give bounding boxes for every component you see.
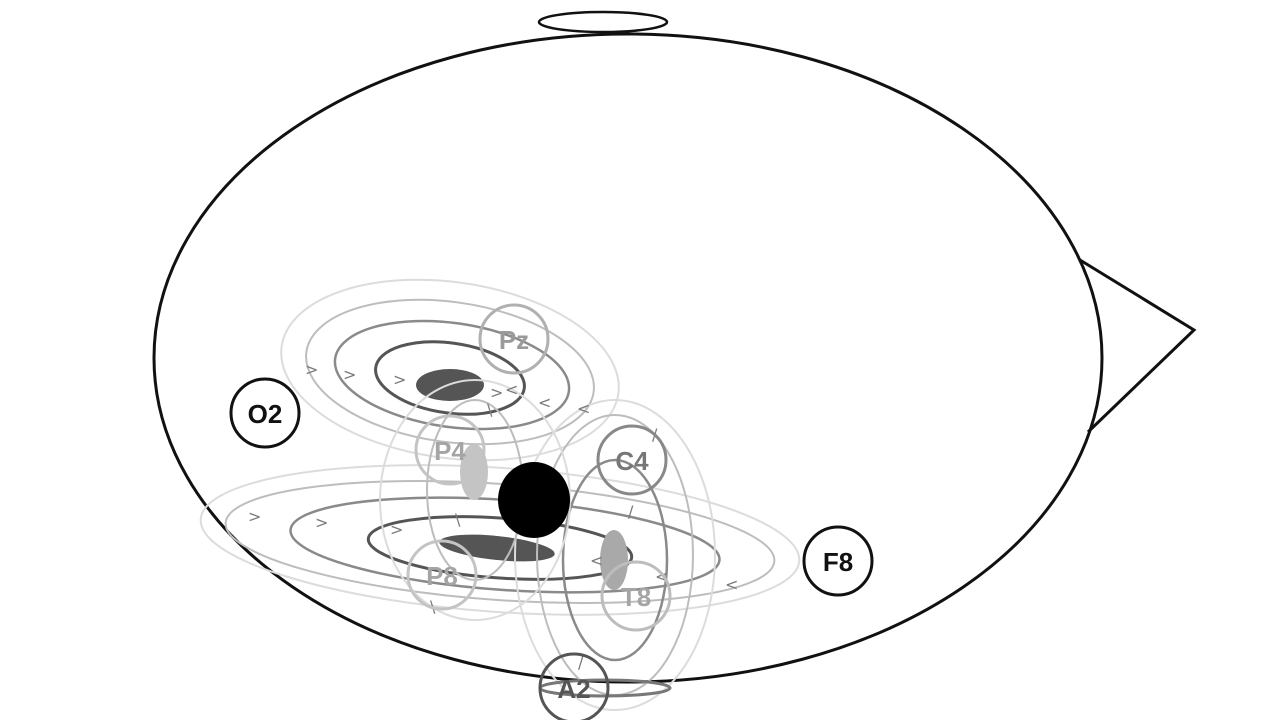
lower-field-ring-1 (199, 464, 801, 616)
electrode-c4-ring (596, 424, 668, 496)
electrode-t8-label: T8 (621, 582, 651, 612)
flow-arrow: < (577, 399, 590, 418)
electrode-c4-label: C4 (615, 446, 649, 476)
flow-arrow: > (315, 513, 328, 532)
flow-arrow: > (305, 360, 318, 379)
electrode-p8: P8 (406, 539, 478, 611)
vertex-marker (537, 10, 669, 34)
flow-arrow: < (590, 551, 603, 570)
electrode-p8-label: P8 (426, 561, 458, 591)
nose (1079, 258, 1197, 434)
vertical-field-ring-1 (514, 399, 716, 711)
flow-arrow: \ (487, 400, 493, 419)
electrode-f8-label: F8 (823, 547, 853, 577)
head-outline (152, 32, 1104, 684)
flow-arrow: / (628, 502, 634, 521)
electrodes: O2 Pz P4 C4 P8 T8 F8 A2 (229, 303, 874, 720)
flow-arrow: > (393, 370, 406, 389)
electrode-o2-label: O2 (248, 399, 283, 429)
electrode-o2-ring (229, 377, 301, 449)
electrode-a2-ring (538, 652, 610, 720)
electrode-f8: F8 (802, 525, 874, 597)
electrode-t8-ring (600, 560, 672, 632)
flow-arrow: < (725, 575, 738, 594)
flow-arrow: \ (455, 510, 461, 529)
flow-arrow: / (578, 653, 584, 672)
flow-arrow: > (248, 507, 261, 526)
upper-field-ring-1 (280, 278, 620, 462)
vertical-field-core (600, 530, 628, 590)
electrode-p4-label: P4 (434, 436, 466, 466)
dipole-source (498, 462, 570, 538)
electrode-c4: C4 (596, 424, 668, 496)
electrode-p8-ring (406, 539, 478, 611)
electrode-p4: P4 (414, 414, 486, 486)
electrode-p4-ring (414, 414, 486, 486)
lower-field (199, 464, 801, 616)
electrode-a2: A2 (538, 652, 610, 720)
flow-arrow: > (490, 383, 503, 402)
electrode-pz: Pz (478, 303, 550, 375)
electrode-a2-label: A2 (557, 674, 590, 704)
vertical-field (514, 399, 716, 711)
head-group (152, 10, 1197, 684)
flow-arrow: < (538, 393, 551, 412)
electrode-pz-ring (478, 303, 550, 375)
electrode-pz-label: Pz (499, 325, 529, 355)
flow-arrow: > (390, 520, 403, 539)
upper-field-ring-2 (305, 298, 595, 446)
upper-field-ring-3 (333, 319, 571, 431)
electrode-t8: T8 (600, 560, 672, 632)
electrode-o2: O2 (229, 377, 301, 449)
flow-arrow: > (343, 365, 356, 384)
vertical-field-ring-3 (561, 458, 669, 662)
electrode-f8-ring (802, 525, 874, 597)
upper-field-ring-4 (374, 340, 526, 416)
flow-arrow: < (505, 380, 518, 399)
lower-field-ring-4 (366, 515, 634, 581)
